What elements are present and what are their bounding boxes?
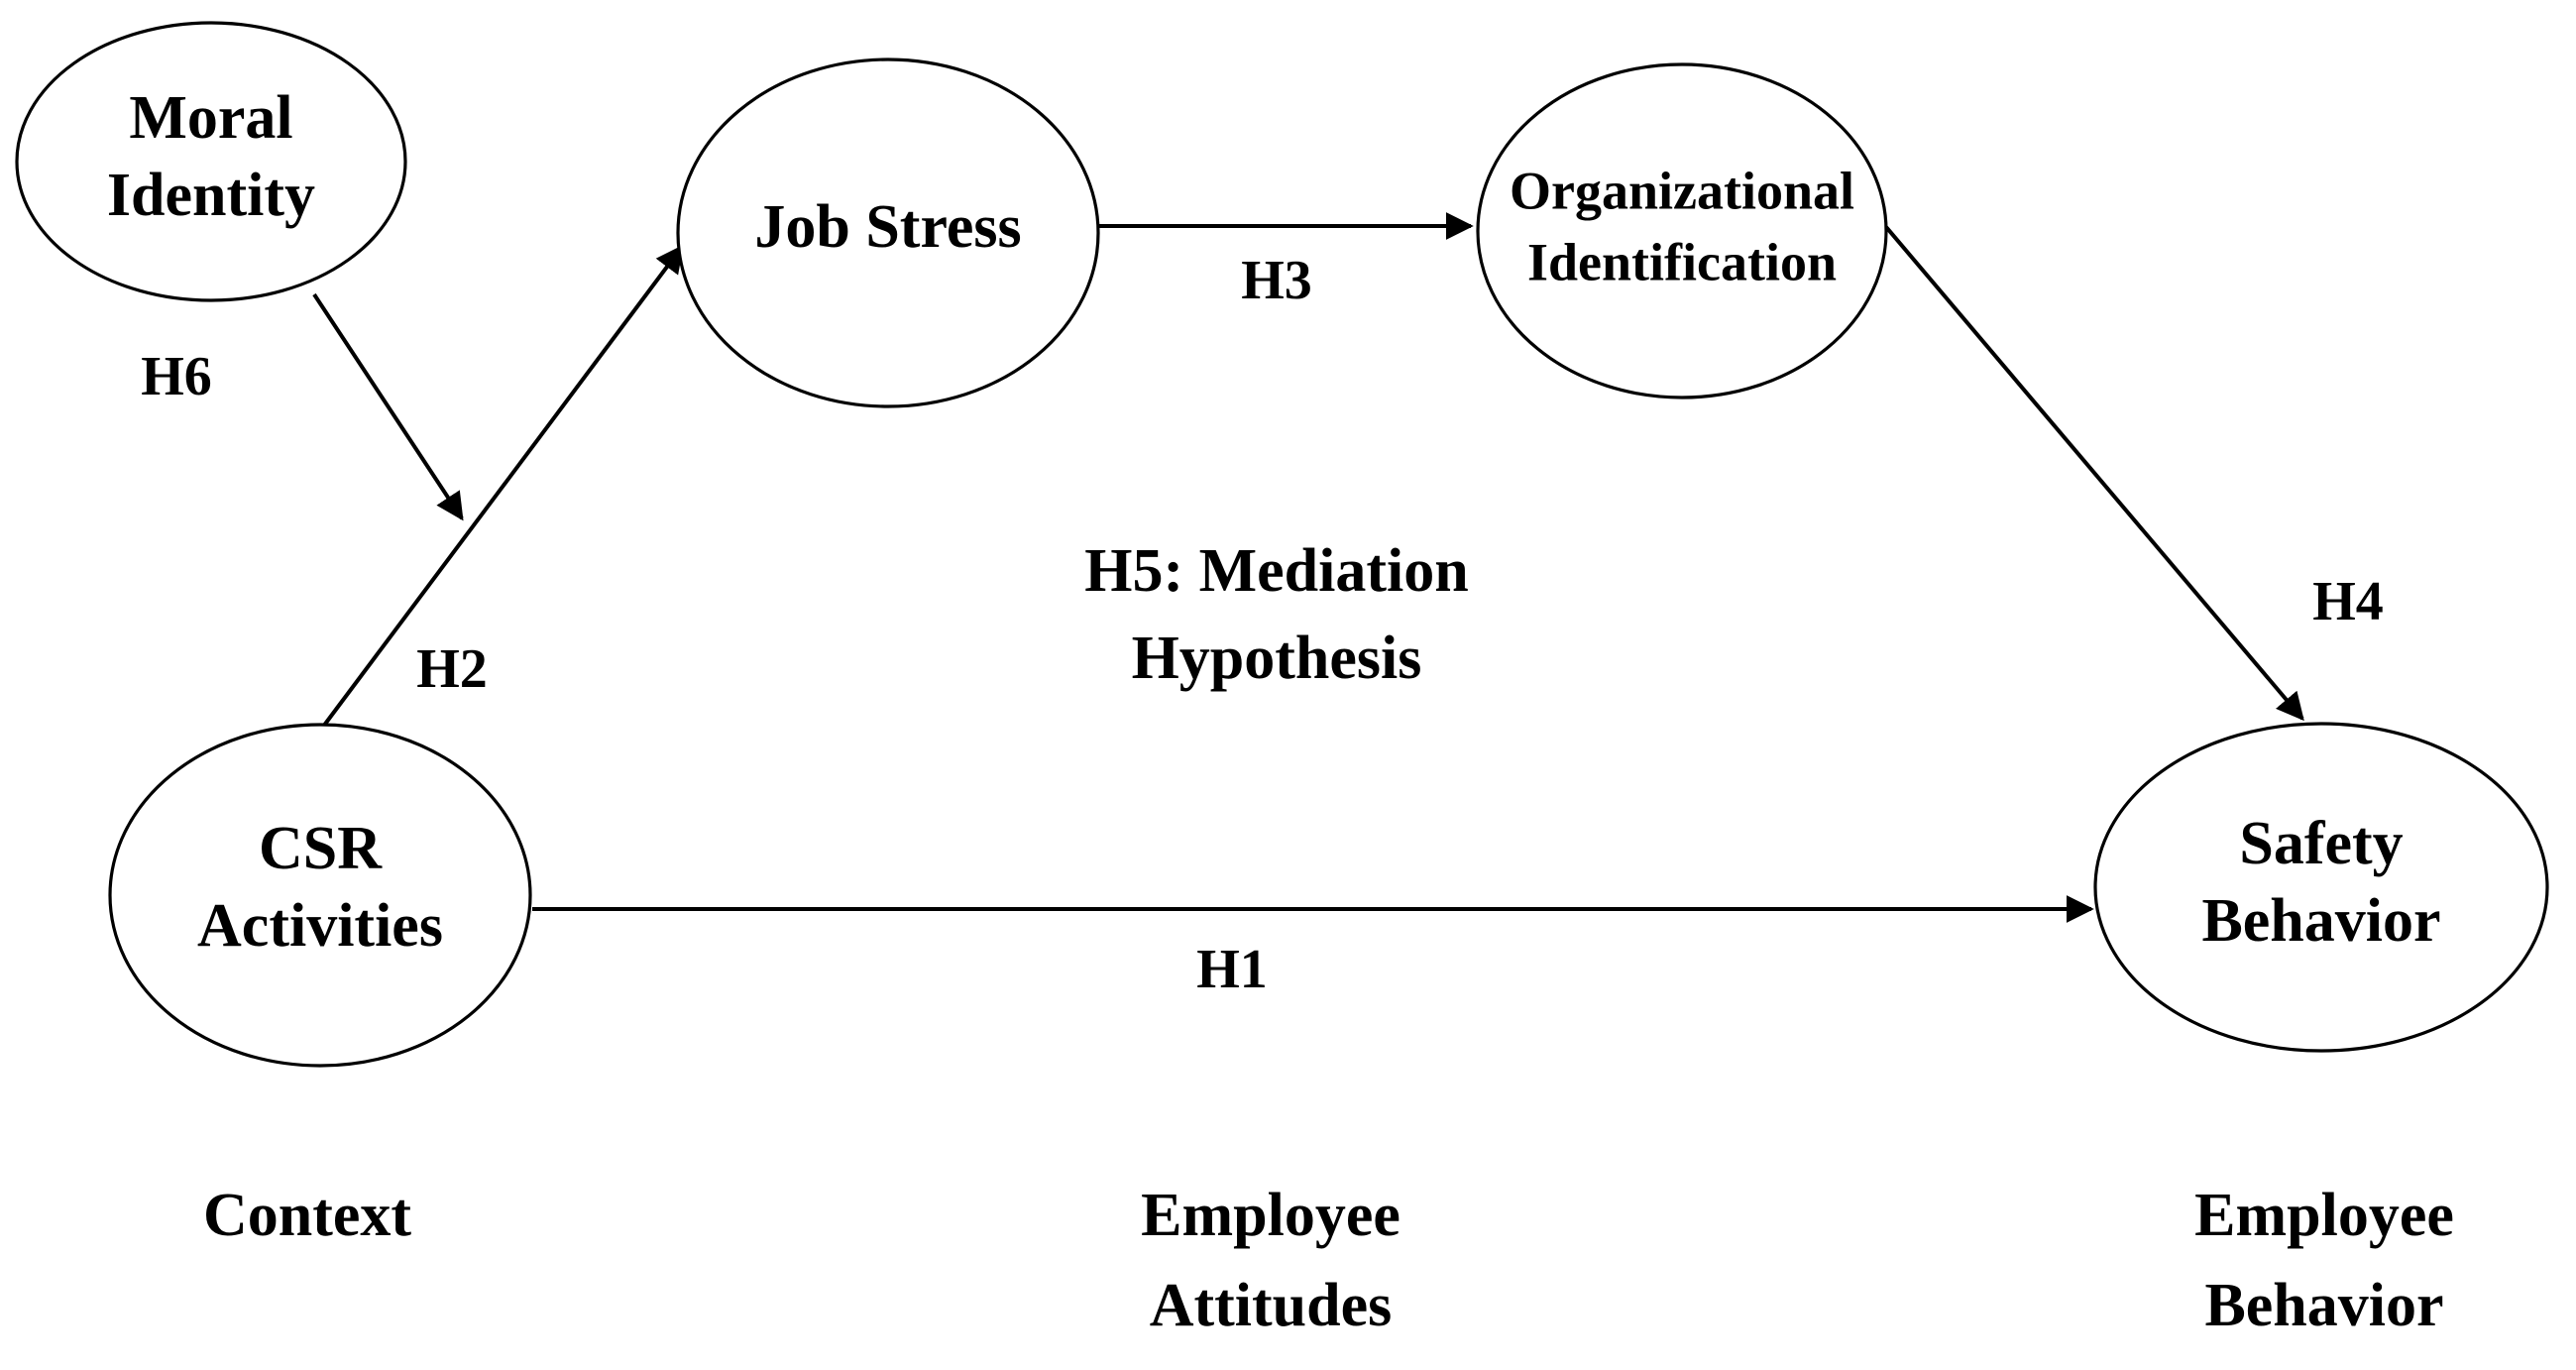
group-label-employee-attitudes: Employee Attitudes xyxy=(1141,1182,1400,1339)
edge-h3-label: H3 xyxy=(1241,250,1312,311)
node-csr-activities[interactable]: CSR Activities xyxy=(108,723,532,1068)
h5-annotation-line2: Hypothesis xyxy=(1132,625,1422,692)
job-stress-ellipse[interactable] xyxy=(676,57,1100,408)
safety-behavior-label-line1: Safety xyxy=(2239,810,2403,877)
job-stress-label-line1: Job Stress xyxy=(754,193,1021,261)
safety-behavior-label-line2: Behavior xyxy=(2201,887,2440,955)
org-identification-ellipse[interactable] xyxy=(1476,62,1888,400)
org-identification-label-line2: Identification xyxy=(1527,232,1837,291)
group-label-employee-behavior: Employee Behavior xyxy=(2194,1182,2454,1339)
h5-annotation-line1: H5: Mediation xyxy=(1084,537,1468,605)
node-org-identification[interactable]: Organizational Identification xyxy=(1476,62,1888,400)
moral-identity-label-line2: Identity xyxy=(107,162,315,229)
edge-h2: H2 xyxy=(321,244,684,729)
annotation-h5-mediation: H5: Mediation Hypothesis xyxy=(1084,537,1468,692)
moral-identity-ellipse[interactable] xyxy=(15,21,407,302)
group-label-context-line1: Context xyxy=(203,1182,411,1249)
safety-behavior-ellipse[interactable] xyxy=(2093,722,2549,1053)
org-identification-label-line1: Organizational xyxy=(1510,161,1854,220)
group-label-employee-behavior-line2: Behavior xyxy=(2204,1272,2443,1339)
group-label-employee-attitudes-line2: Attitudes xyxy=(1150,1272,1393,1339)
csr-activities-ellipse[interactable] xyxy=(108,723,532,1068)
edge-h4: H4 xyxy=(1884,225,2384,722)
group-label-employee-behavior-line1: Employee xyxy=(2194,1182,2454,1249)
csr-activities-label-line2: Activities xyxy=(197,892,443,960)
edge-h2-label: H2 xyxy=(416,638,488,700)
edge-h6-label: H6 xyxy=(141,346,212,407)
edge-h1: H1 xyxy=(532,895,2094,1000)
group-label-context: Context xyxy=(203,1182,411,1249)
node-moral-identity[interactable]: Moral Identity xyxy=(15,21,407,302)
node-job-stress[interactable]: Job Stress xyxy=(676,57,1100,408)
edge-h6-line xyxy=(312,292,464,521)
node-safety-behavior[interactable]: Safety Behavior xyxy=(2093,722,2549,1053)
edge-h1-label: H1 xyxy=(1196,939,1268,1000)
edge-h4-line xyxy=(1884,225,2304,722)
moral-identity-label-line1: Moral xyxy=(129,84,292,152)
csr-activities-label-line1: CSR xyxy=(259,815,383,882)
edge-h6: H6 xyxy=(141,292,464,521)
edge-h3: H3 xyxy=(1098,212,1474,311)
edge-h2-line xyxy=(321,244,684,729)
group-label-employee-attitudes-line1: Employee xyxy=(1141,1182,1400,1249)
edge-h4-label: H4 xyxy=(2312,571,2384,632)
